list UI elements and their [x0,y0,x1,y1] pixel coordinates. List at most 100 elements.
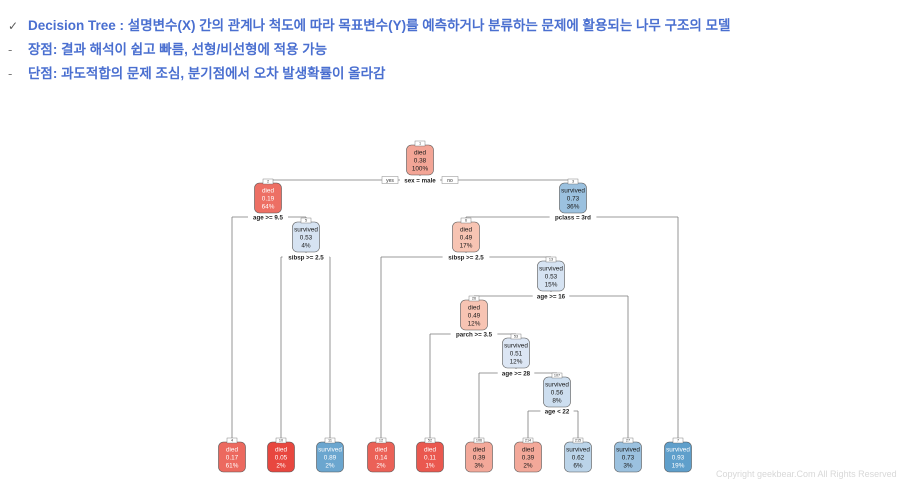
node-probability: 0.05 [275,455,288,462]
node-percent: 3% [623,463,633,470]
node-probability: 0.11 [424,455,436,462]
yes-branch-tag: yes [381,176,399,184]
node-probability: 0.38 [414,158,427,165]
yes-tag-label: yes [386,178,394,184]
bullet-list: ✓ Decision Tree : 설명변수(X) 간의 관계나 척도에 따라 … [8,14,918,86]
split-label-bg [549,213,597,221]
split-label: parch >= 3.5 [456,332,493,339]
node-percent: 15% [545,282,558,289]
node-id: 52 [428,439,432,443]
node-probability: 0.89 [324,455,337,462]
copyright-watermark: Copyright geekbear.Com All Rights Reserv… [716,469,897,479]
node-id-tab [545,256,557,263]
bullet-pros-text: 장점: 결과 해석이 쉽고 빠름, 선형/비선형에 적용 가능 [28,42,328,57]
node-id-tab [226,437,238,444]
node-percent: 8% [552,398,562,405]
node-percent: 4% [301,243,311,250]
node-id: 4 [231,439,233,443]
split-label-bg [248,213,288,221]
split-label-bg [450,330,498,338]
node-class: survived [504,343,528,350]
node-id: 12 [379,439,383,443]
node-probability: 0.14 [375,455,388,462]
node-id-tab [262,178,274,185]
node-id-tab [567,178,579,185]
node-id-tab [551,372,563,379]
bullet-cons-text: 단점: 과도적합의 문제 조심, 분기점에서 오차 발생확률이 올라감 [28,66,386,81]
node-percent: 6% [573,463,583,470]
node-id-tab [275,437,287,444]
node-class: survived [566,447,590,454]
node-class: survived [561,188,585,195]
node-id-tab [522,437,534,444]
node-id: 1 [419,142,421,146]
no-tag-label: no [447,178,453,184]
split-label: age < 22 [545,409,570,416]
node-percent: 2% [523,463,533,470]
split-label: age >= 16 [537,294,566,301]
node-percent: 19% [672,463,685,470]
node-percent: 17% [460,243,473,250]
node-id-tab [572,437,584,444]
node-id-tab [510,333,522,340]
dash-icon: - [8,67,13,81]
node-id-tab [324,437,336,444]
node-percent: 12% [468,321,481,328]
node-probability: 0.62 [572,455,585,462]
node-probability: 0.39 [522,455,535,462]
node-class: died [226,447,239,454]
node-probability: 0.39 [473,455,486,462]
node-probability: 0.19 [262,196,275,203]
node-percent: 100% [412,166,429,173]
node-id: 13 [549,258,553,262]
node-id: 6 [465,219,467,223]
node-probability: 0.56 [551,390,564,397]
node-id-tab [414,140,426,147]
no-branch-tag: no [441,176,459,184]
split-label-bg [442,253,490,261]
node-id: 3 [572,180,574,184]
node-probability: 0.49 [468,313,481,320]
split-label: age >= 28 [502,371,531,378]
node-percent: 2% [325,463,335,470]
node-class: died [375,447,388,454]
bullet-definition: ✓ Decision Tree : 설명변수(X) 간의 관계나 척도에 따라 … [8,14,918,38]
node-class: died [424,447,437,454]
node-id-tab [672,437,684,444]
node-id-tab [300,217,312,224]
node-class: survived [616,447,640,454]
node-id: 214 [525,439,531,443]
node-id-tab [468,295,480,302]
node-percent: 64% [262,204,275,211]
no-tag-box [441,176,459,184]
node-probability: 0.51 [510,351,523,358]
node-percent: 36% [567,204,580,211]
node-class: died [473,447,486,454]
bullet-definition-text: Decision Tree : 설명변수(X) 간의 관계나 척도에 따라 목표… [28,18,731,33]
node-percent: 12% [510,359,523,366]
node-percent: 3% [474,463,484,470]
node-probability: 0.53 [545,274,558,281]
tree-connectors [231,175,679,442]
node-id: 10 [279,439,283,443]
node-percent: 2% [376,463,386,470]
node-class: survived [545,382,569,389]
split-label-bg [282,253,330,261]
node-probability: 0.93 [672,455,685,462]
